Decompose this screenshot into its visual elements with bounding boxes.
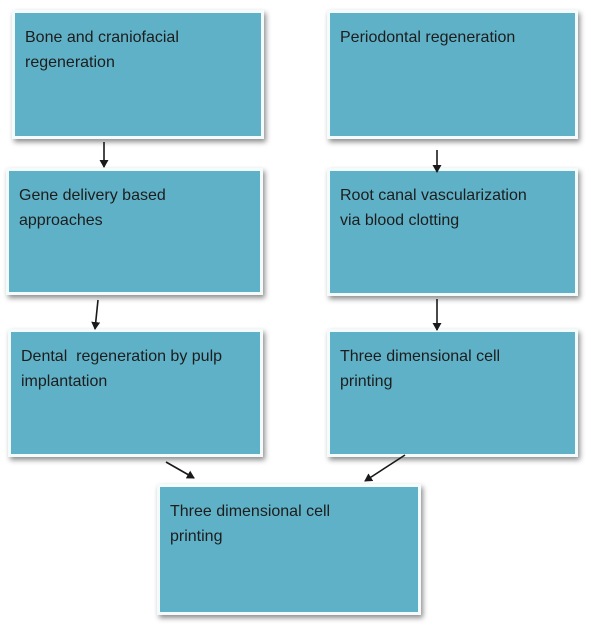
arrow-gene-to-dental — [91, 299, 101, 330]
box-three-dimensional-bottom-label: Three dimensional cell printing — [170, 503, 331, 545]
box-three-dimensional-right-label: Three dimensional cell printing — [340, 348, 501, 390]
box-root-canal: Root canal vascularization via blood clo… — [327, 168, 578, 296]
box-dental-regeneration: Dental regeneration by pulp implantation — [8, 329, 263, 457]
box-gene-delivery: Gene delivery based approaches — [6, 168, 263, 295]
arrow-dental-to-final — [165, 461, 195, 479]
box-root-canal-label: Root canal vascularization via blood clo… — [340, 187, 527, 229]
box-bone-craniofacial-label: Bone and craniofacial regeneration — [25, 29, 179, 71]
box-periodontal: Periodontal regeneration — [327, 10, 578, 139]
box-three-dimensional-right: Three dimensional cell printing — [327, 329, 578, 457]
arrow-three-to-final — [364, 454, 406, 482]
box-gene-delivery-label: Gene delivery based approaches — [19, 187, 166, 229]
box-three-dimensional-bottom: Three dimensional cell printing — [157, 484, 421, 615]
box-dental-regeneration-label: Dental regeneration by pulp implantation — [21, 348, 223, 390]
box-periodontal-label: Periodontal regeneration — [340, 29, 516, 46]
box-bone-craniofacial: Bone and craniofacial regeneration — [12, 10, 264, 139]
